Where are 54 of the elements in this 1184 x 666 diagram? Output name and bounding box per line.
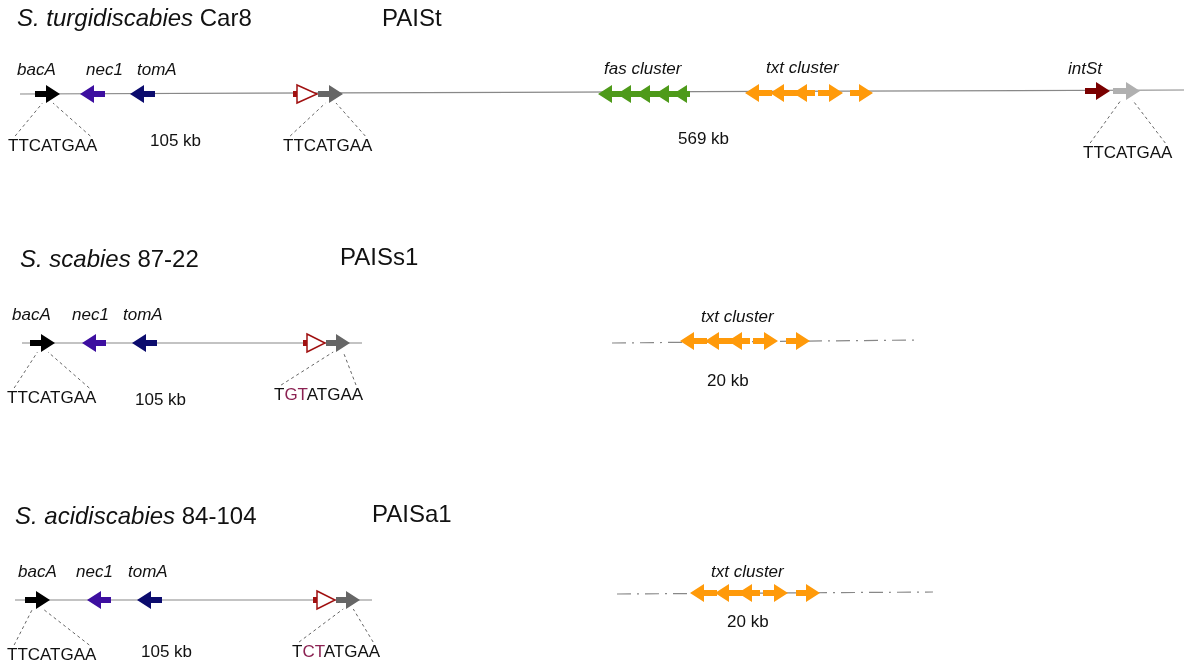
leader-line (335, 102, 366, 137)
leader-line (13, 351, 38, 389)
species-title: S. turgidiscabies Car8 (17, 3, 252, 33)
species-title: S. scabies 87-22 (20, 244, 199, 274)
gene-name: bacA (12, 305, 51, 326)
sequence-label: TTCATGAA (283, 136, 373, 156)
sequence-label: TGTATGAA (274, 385, 364, 405)
gene-name: bacA (17, 60, 56, 81)
gene-arrow (35, 85, 60, 103)
sequence-label: TTCATGAA (1083, 143, 1173, 163)
sequence-label: TTCATGAA (7, 645, 97, 665)
species-title: S. acidiscabies 84-104 (15, 501, 257, 531)
gene-arrow (30, 334, 55, 352)
leader-line (1089, 99, 1122, 144)
gene-name: nec1 (72, 304, 109, 326)
cluster-name: txt cluster (701, 306, 774, 328)
gene-name: intSt (1068, 59, 1103, 80)
leader-line (289, 102, 326, 137)
leader-line (298, 608, 344, 643)
leader-line (1131, 99, 1166, 144)
gene-name: nec1 (86, 59, 123, 81)
distance-label: 569 kb (678, 128, 730, 150)
sequence-label: TTCATGAA (7, 388, 97, 408)
leader-line (342, 351, 357, 386)
gene-arrow (336, 591, 360, 609)
leader-line (13, 608, 33, 646)
gene-arrow (1113, 82, 1140, 100)
cluster-name: txt cluster (766, 57, 839, 79)
gene-name: bacA (18, 562, 57, 583)
leader-line (352, 608, 374, 643)
island-name: PAISt (382, 3, 442, 33)
island-name: PAISa1 (372, 499, 452, 529)
distance-label: 20 kb (727, 611, 769, 633)
gene-name: tomA (123, 304, 163, 326)
gene-arrow (326, 334, 350, 352)
gene-name: nec1 (76, 561, 113, 583)
distance-label: 105 kb (135, 389, 187, 411)
island-name: PAISs1 (340, 242, 419, 272)
gene-arrow (318, 85, 343, 103)
leader-line (52, 102, 91, 137)
gene-arrow (25, 591, 50, 609)
leader-line (14, 102, 43, 137)
distance-label: 20 kb (707, 370, 749, 392)
cluster-name: txt cluster (711, 561, 784, 583)
distance-label: 105 kb (150, 130, 202, 152)
gene-name: tomA (137, 59, 177, 81)
leader-line (47, 351, 90, 389)
distance-label: 105 kb (141, 641, 193, 663)
leader-line (280, 351, 334, 386)
sequence-label: TCTATGAA (292, 642, 381, 662)
cluster-name: fas cluster (604, 58, 682, 80)
gene-name: tomA (128, 561, 168, 583)
leader-line (42, 608, 90, 646)
sequence-label: TTCATGAA (8, 136, 98, 156)
